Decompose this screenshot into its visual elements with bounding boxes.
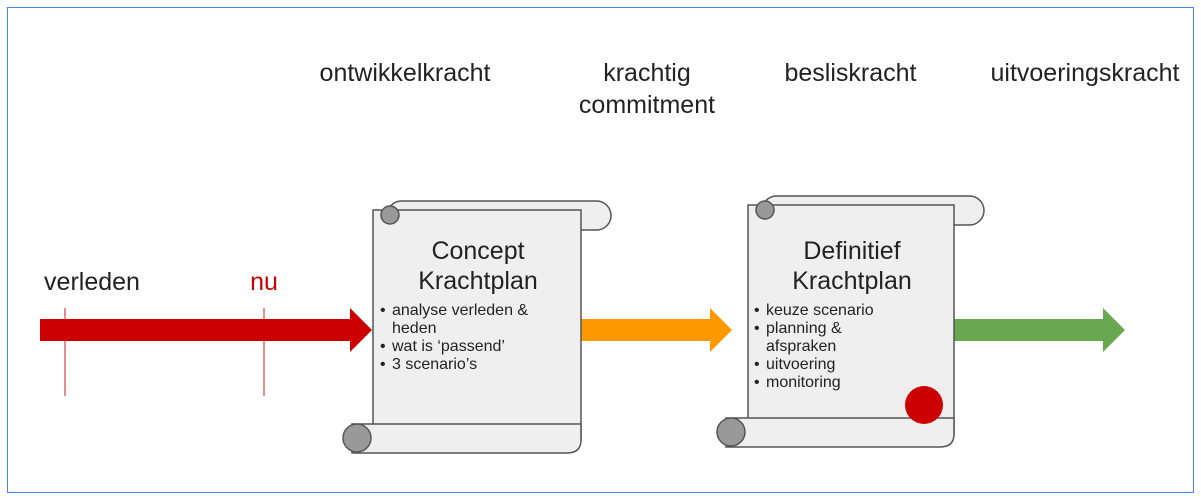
phase-label-execution: uitvoeringskracht <box>990 59 1180 87</box>
timeline-label-now: nu <box>250 268 278 296</box>
concept-title-line2: Krachtplan <box>418 267 538 295</box>
commitment-arrow <box>581 308 732 352</box>
concept-title-line1: Concept <box>431 237 525 265</box>
definitive-title-line2: Krachtplan <box>792 267 912 295</box>
phase-label-commitment-line1: krachtig <box>603 59 691 87</box>
phase-label-decision: besliskracht <box>784 59 917 87</box>
list-item: monitoring <box>754 374 894 392</box>
definitive-title-line1: Definitief <box>803 237 901 265</box>
status-dot <box>905 386 943 424</box>
list-item: uitvoering <box>754 356 894 374</box>
concept-plan-content: Concept Krachtplan analyse verleden & he… <box>380 236 576 374</box>
list-item: 3 scenario’s <box>380 356 576 374</box>
timeline-label-past: verleden <box>44 268 140 296</box>
diagram-frame <box>7 7 1194 493</box>
definitive-plan-content: Definitief Krachtplan keuze scenario pla… <box>754 236 950 392</box>
phase-label-commitment-line2: commitment <box>578 91 716 119</box>
list-item: planning & afspraken <box>754 320 894 356</box>
past-arrow <box>40 308 372 352</box>
definitive-item-list: keuze scenario planning & afspraken uitv… <box>754 302 894 392</box>
list-item: analyse verleden & heden <box>380 302 576 338</box>
concept-item-list: analyse verleden & heden wat is ‘passend… <box>380 302 576 374</box>
list-item: keuze scenario <box>754 302 894 320</box>
list-item: wat is ‘passend’ <box>380 338 576 356</box>
execution-arrow <box>953 308 1125 352</box>
phase-label-development: ontwikkelkracht <box>319 59 491 87</box>
